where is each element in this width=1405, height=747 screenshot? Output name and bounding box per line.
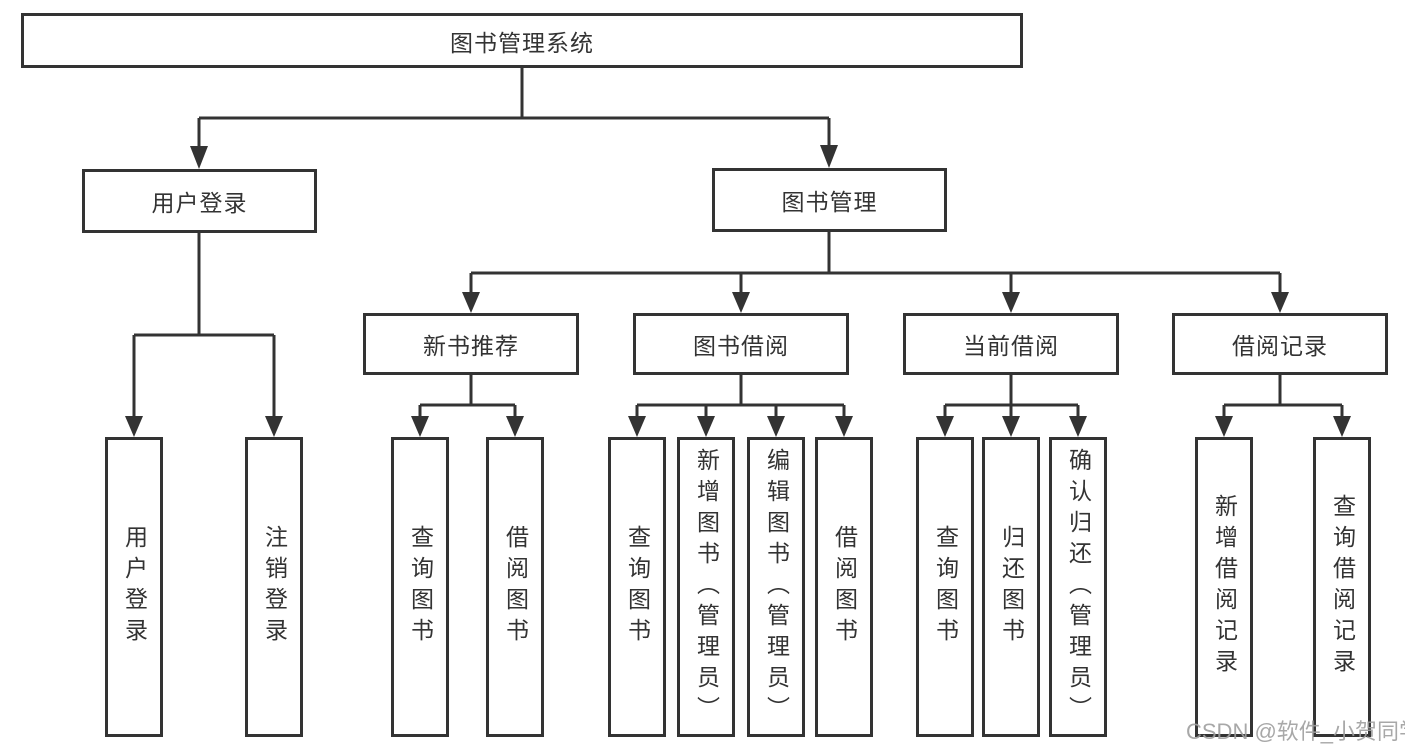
- node-user-login: 用户登录: [82, 169, 317, 233]
- leaf-user-login-label: 用户登录: [121, 525, 148, 649]
- leaf-query-books-recommend-label: 查询图书: [407, 525, 434, 649]
- leaf-logout: 注销登录: [245, 437, 303, 737]
- leaf-query-books-borrow-label: 查询图书: [624, 525, 651, 649]
- leaf-borrow-books-recommend: 借阅图书: [486, 437, 544, 737]
- leaf-add-borrow-record-label: 新增借阅记录: [1211, 494, 1238, 680]
- node-root-system: 图书管理系统: [21, 13, 1023, 68]
- node-new-book-recommend: 新书推荐: [363, 313, 579, 375]
- leaf-user-login: 用户登录: [105, 437, 163, 737]
- node-book-management: 图书管理: [712, 168, 947, 232]
- csdn-watermark: CSDN @软件_小贺同学: [1186, 719, 1405, 744]
- leaf-add-books-admin: 新增图书（管理员）: [677, 437, 735, 737]
- leaf-edit-books-admin-label: 编辑图书（管理员）: [763, 447, 790, 727]
- leaf-query-borrow-record: 查询借阅记录: [1313, 437, 1371, 737]
- leaf-borrow-books: 借阅图书: [815, 437, 873, 737]
- leaf-borrow-books-recommend-label: 借阅图书: [502, 525, 529, 649]
- arrowheads: [125, 145, 1351, 437]
- leaf-query-books-borrow: 查询图书: [608, 437, 666, 737]
- leaf-query-books-current-label: 查询图书: [932, 525, 959, 649]
- node-book-borrow: 图书借阅: [633, 313, 849, 375]
- leaf-confirm-return-admin: 确认归还（管理员）: [1049, 437, 1107, 737]
- leaf-add-books-admin-label: 新增图书（管理员）: [693, 447, 720, 727]
- leaf-return-books: 归还图书: [982, 437, 1040, 737]
- node-current-borrow: 当前借阅: [903, 313, 1119, 375]
- leaf-query-books-current: 查询图书: [916, 437, 974, 737]
- leaf-add-borrow-record: 新增借阅记录: [1195, 437, 1253, 737]
- leaf-logout-label: 注销登录: [261, 525, 288, 649]
- leaf-borrow-books-label: 借阅图书: [831, 525, 858, 649]
- leaf-return-books-label: 归还图书: [998, 525, 1025, 649]
- leaf-query-books-recommend: 查询图书: [391, 437, 449, 737]
- node-borrow-record: 借阅记录: [1172, 313, 1388, 375]
- leaf-query-borrow-record-label: 查询借阅记录: [1329, 494, 1356, 680]
- leaf-edit-books-admin: 编辑图书（管理员）: [747, 437, 805, 737]
- leaf-confirm-return-admin-label: 确认归还（管理员）: [1065, 447, 1092, 727]
